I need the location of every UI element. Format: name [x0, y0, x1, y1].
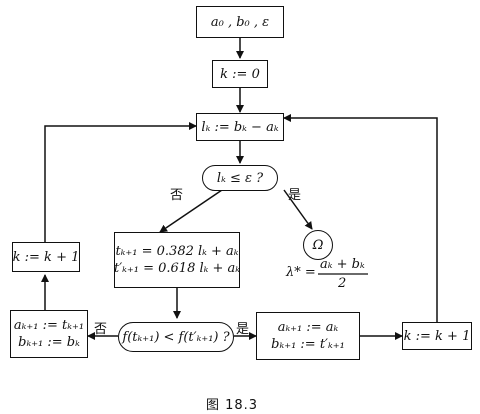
- trial-point-2: t′ₖ₊₁ = 0.618 lₖ + aₖ: [113, 261, 241, 276]
- node-test-epsilon: lₖ ≤ ε ?: [202, 165, 278, 191]
- node-trial-points: tₖ₊₁ = 0.382 lₖ + aₖ t′ₖ₊₁ = 0.618 lₖ + …: [114, 232, 240, 288]
- node-length-text: lₖ := bₖ − aₖ: [201, 119, 279, 135]
- label-no-2: 否: [94, 322, 108, 337]
- trial-point-1: tₖ₊₁ = 0.382 lₖ + aₖ: [115, 244, 239, 259]
- update-yes-b: bₖ₊₁ := t′ₖ₊₁: [271, 337, 345, 352]
- node-set-k-text: k := 0: [220, 66, 260, 82]
- node-increment-right-text: k := k + 1: [403, 328, 471, 344]
- arrow-test-to-stop: [283, 189, 313, 230]
- result-denominator: 2: [338, 276, 347, 291]
- result-numerator: aₖ + bₖ: [320, 257, 365, 272]
- arrow-inc-right-to-length: [283, 114, 438, 322]
- node-init-text: a₀ , b₀ , ε: [210, 14, 270, 30]
- node-compare: f(tₖ₊₁) < f(t′ₖ₊₁) ?: [118, 322, 234, 352]
- node-update-no: aₖ₊₁ := tₖ₊₁ bₖ₊₁ := bₖ: [10, 310, 88, 358]
- node-increment-left-text: k := k + 1: [12, 249, 80, 265]
- node-compare-text: f(tₖ₊₁) < f(t′ₖ₊₁) ?: [122, 329, 230, 345]
- label-yes-1: 是: [288, 188, 302, 203]
- node-init: a₀ , b₀ , ε: [196, 6, 284, 38]
- node-length: lₖ := bₖ − aₖ: [196, 113, 284, 141]
- result-lhs: λ* =: [286, 265, 316, 280]
- update-yes-a: aₖ₊₁ := aₖ: [277, 320, 339, 335]
- update-no-a: aₖ₊₁ := tₖ₊₁: [13, 318, 85, 333]
- node-update-yes: aₖ₊₁ := aₖ bₖ₊₁ := t′ₖ₊₁: [256, 312, 360, 360]
- node-increment-right: k := k + 1: [402, 322, 472, 350]
- update-no-b: bₖ₊₁ := bₖ: [18, 335, 80, 350]
- figure-caption: 图 18.3: [206, 398, 259, 413]
- arrow-inc-left-to-length: [44, 122, 197, 242]
- node-set-k: k := 0: [212, 60, 268, 88]
- node-stop-omega: Ω: [303, 230, 333, 260]
- label-yes-2: 是: [236, 322, 250, 337]
- node-increment-left: k := k + 1: [12, 242, 80, 272]
- node-test-epsilon-text: lₖ ≤ ε ?: [216, 170, 264, 186]
- arrow-test-to-trial: [159, 189, 223, 233]
- node-stop-omega-text: Ω: [312, 237, 324, 253]
- label-no-1: 否: [170, 188, 184, 203]
